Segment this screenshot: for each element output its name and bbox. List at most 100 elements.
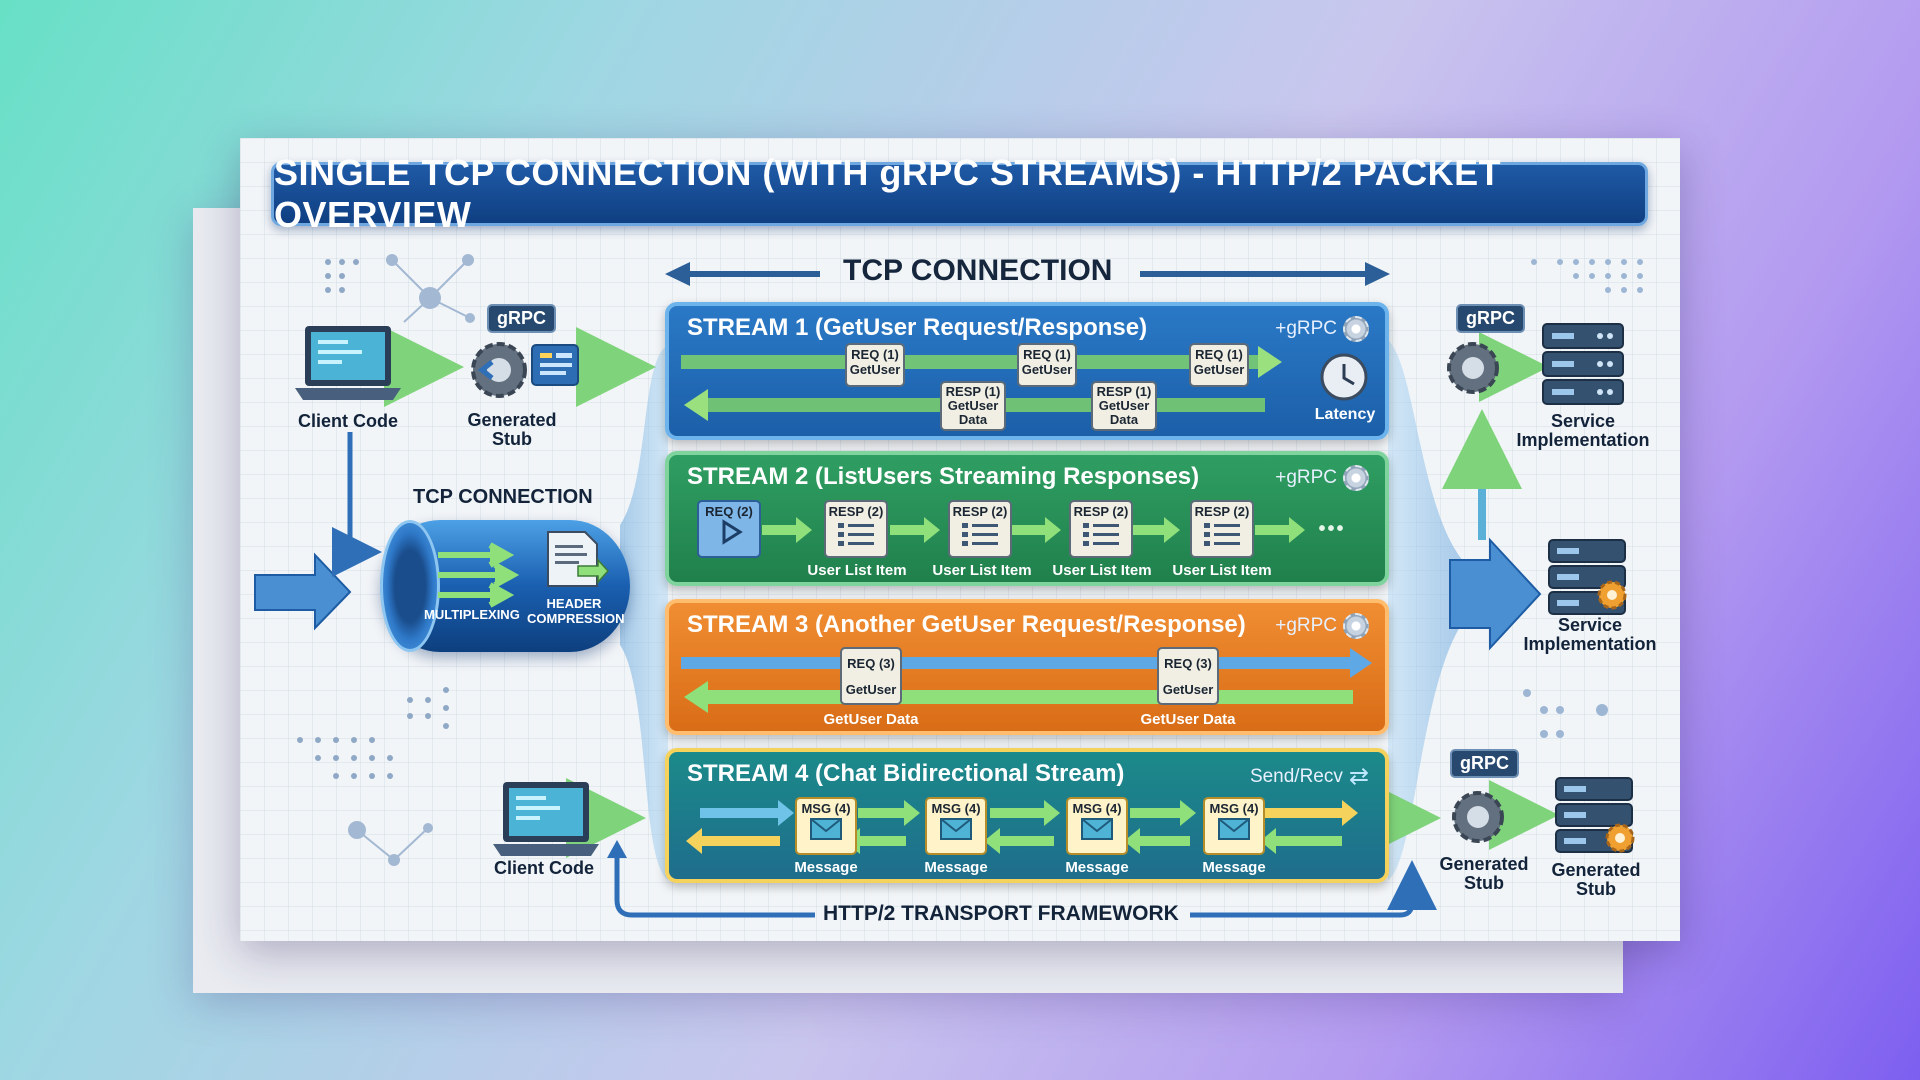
stream-2-req-packet[interactable]: REQ (2) [697, 500, 761, 558]
gear-icon [1343, 316, 1369, 342]
decor-dots-left [297, 259, 449, 779]
stream-2-resp-packet[interactable]: RESP (2) [1069, 500, 1133, 558]
getuser-data-label: GetUser Data [823, 711, 919, 728]
service-implementation-mid-label: Service Implementation [1523, 615, 1657, 654]
client-down-arrow [332, 432, 382, 577]
packet-tag: MSG (4) [1072, 801, 1122, 816]
grpc-tag-right-top: gRPC [1456, 304, 1525, 333]
generated-stub-right2-label: Generated Stub [1551, 860, 1641, 899]
multiplexing-label: MULTIPLEXING [424, 607, 520, 622]
stream-3-req-packet[interactable]: REQ (3) GetUser [840, 647, 902, 705]
stream-1-req-packet[interactable]: REQ (1)GetUser [1017, 343, 1077, 387]
ellipsis: ••• [1318, 518, 1346, 540]
client-code-top-label: Client Code [297, 411, 399, 431]
message-label: Message [1065, 859, 1129, 876]
user-list-item-label: User List Item [932, 562, 1032, 579]
tcp-connection-left-label: TCP CONNECTION [413, 486, 593, 508]
tcp-cylinder-end [380, 520, 440, 652]
packet-tag: REQ (2) [705, 504, 753, 519]
packet-tag: REQ (3) [1164, 656, 1212, 671]
stream-1-request-flow [681, 355, 1261, 369]
message-label: Message [1202, 859, 1266, 876]
packet-name: GetUser [1021, 362, 1073, 377]
packet-tag: RESP (1) [945, 384, 1001, 399]
stream-4-msg-packet[interactable]: MSG (4) [1203, 797, 1265, 855]
generated-stub-right-label: Generated Stub [1439, 854, 1529, 893]
server-icon [1548, 539, 1627, 615]
laptop-icon [295, 326, 401, 400]
stream-1-title: STREAM 1 (GetUser Request/Response) [687, 314, 1148, 341]
document-icon [547, 531, 610, 587]
decor-dots-right [1523, 259, 1643, 738]
packet-data: Data [958, 412, 988, 427]
packet-tag: MSG (4) [931, 801, 981, 816]
stream-4-msg-packet[interactable]: MSG (4) [1066, 797, 1128, 855]
list-icon [962, 523, 998, 546]
stream-2-resp-packet[interactable]: RESP (2) [1190, 500, 1254, 558]
header-compression-label: HEADER COMPRESSION [527, 596, 625, 626]
left-fan-shape [620, 345, 668, 880]
laptop-icon [493, 782, 599, 856]
multiplexing-arrows-icon [438, 542, 520, 608]
packet-tag: MSG (4) [1209, 801, 1259, 816]
envelope-icon [1218, 818, 1250, 840]
stream-3-title: STREAM 3 (Another GetUser Request/Respon… [687, 611, 1246, 638]
grpc-tag-right-bottom: gRPC [1450, 749, 1519, 778]
tcp-arrowhead-left [665, 262, 690, 286]
stream-3-badge: +gRPC [1275, 613, 1369, 639]
stream-2-badge-text: +gRPC [1275, 467, 1337, 488]
framework-line-right [1190, 860, 1437, 918]
packet-name: GetUser [1162, 682, 1214, 697]
service-implementation-top-label: Service Implementation [1516, 411, 1650, 450]
stream-3-request-arrowhead [1350, 648, 1372, 678]
packet-name: GetUser [849, 362, 901, 377]
stream-3-badge-text: +gRPC [1275, 615, 1337, 636]
http2-framework-label: HTTP/2 TRANSPORT FRAMEWORK [823, 902, 1179, 925]
stream-1-req-packet[interactable]: REQ (1)GetUser [845, 343, 905, 387]
server-icon [1542, 323, 1624, 405]
stream-4-title: STREAM 4 (Chat Bidirectional Stream) [687, 760, 1125, 787]
packet-tag: MSG (4) [801, 801, 851, 816]
packet-tag: REQ (1) [1195, 347, 1243, 362]
packet-tag: RESP (2) [828, 504, 884, 519]
gear-icon [1343, 465, 1369, 491]
list-icon [1083, 523, 1119, 546]
stream-2-panel[interactable]: STREAM 2 (ListUsers Streaming Responses)… [665, 451, 1389, 586]
stream-2-badge: +gRPC [1275, 465, 1369, 491]
stream-3-req-packet[interactable]: REQ (3) GetUser [1157, 647, 1219, 705]
stream-1-response-arrowhead [684, 389, 708, 421]
play-icon [722, 519, 743, 545]
packet-name: GetUser [845, 682, 897, 697]
message-label: Message [924, 859, 988, 876]
packet-name: GetUser [1193, 362, 1245, 377]
document-icon [531, 344, 579, 386]
getuser-data-label: GetUser Data [1140, 711, 1236, 728]
swap-icon: ⇄ [1348, 763, 1369, 790]
left-big-arrow [254, 552, 352, 631]
packet-tag: REQ (3) [847, 656, 895, 671]
packet-tag: REQ (1) [1023, 347, 1071, 362]
tcp-connection-top-label: TCP CONNECTION [843, 254, 1113, 287]
latency-label: Latency [1314, 406, 1376, 423]
framework-line-left [614, 845, 815, 918]
stream-3-response-arrowhead [684, 681, 708, 713]
stream-2-arrows [762, 517, 1305, 543]
stream-1-badge-text: +gRPC [1275, 318, 1337, 339]
stream-4-badge: Send/Recv⇄ [1250, 762, 1369, 791]
packet-tag: RESP (1) [1096, 384, 1152, 399]
envelope-icon [1081, 818, 1113, 840]
stream-4-msg-packet[interactable]: MSG (4) [795, 797, 857, 855]
stream-2-resp-packet[interactable]: RESP (2) [948, 500, 1012, 558]
gear-icon [1343, 613, 1369, 639]
stream-1-req-packet[interactable]: REQ (1)GetUser [1189, 343, 1249, 387]
stream-4-msg-packet[interactable]: MSG (4) [925, 797, 987, 855]
stream-2-resp-packet[interactable]: RESP (2) [824, 500, 888, 558]
stream-1-request-arrowhead [1258, 346, 1282, 378]
envelope-icon [940, 818, 972, 840]
